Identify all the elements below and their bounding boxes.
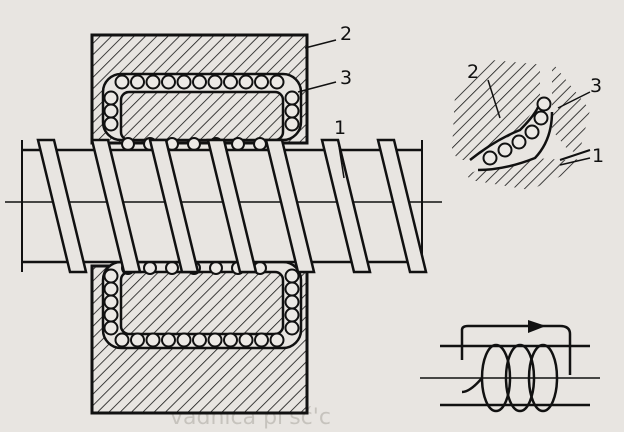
- ball: [130, 332, 145, 348]
- ball: [223, 332, 238, 348]
- recirculation-arrow-icon: [528, 320, 546, 333]
- ball: [103, 320, 119, 336]
- ball: [121, 137, 135, 151]
- label-nut-main: 2: [340, 23, 352, 45]
- ball: [103, 116, 119, 132]
- ball: [231, 137, 245, 151]
- ball: [130, 74, 145, 90]
- ball: [145, 332, 161, 348]
- ball: [482, 150, 498, 166]
- main-view: 2 3 1: [5, 23, 442, 415]
- ball: [284, 320, 300, 336]
- ball: [524, 124, 540, 140]
- ball: [284, 294, 300, 310]
- ball: [284, 268, 300, 284]
- ball: [114, 332, 130, 348]
- ball: [223, 74, 238, 90]
- ball: [284, 116, 300, 132]
- ball: [192, 74, 207, 90]
- label-balls-detail: 3: [590, 75, 602, 97]
- ball: [161, 332, 176, 348]
- thread-rib: [206, 138, 258, 274]
- ball: [238, 74, 254, 90]
- ball: [103, 294, 119, 310]
- thread-rib: [36, 138, 88, 274]
- ball: [161, 74, 176, 90]
- ball: [209, 261, 223, 275]
- ball: [254, 74, 269, 90]
- ball: [176, 332, 192, 348]
- ball: [511, 134, 527, 150]
- balls-detail: [482, 96, 552, 166]
- ball: [114, 74, 130, 90]
- ball: [103, 103, 119, 119]
- ball: [284, 90, 300, 106]
- ball: [207, 74, 223, 90]
- ball: [284, 307, 300, 323]
- ball: [269, 74, 285, 90]
- detail-view: 2 3 1: [452, 60, 604, 190]
- ball: [103, 307, 119, 323]
- thread-rib: [320, 138, 372, 274]
- ball: [254, 332, 269, 348]
- ball: [207, 332, 223, 348]
- ball: [165, 261, 179, 275]
- ball: [533, 110, 549, 126]
- screw-threads: [36, 138, 428, 274]
- ball: [192, 332, 207, 348]
- ball: [176, 74, 192, 90]
- ball: [269, 332, 285, 348]
- ball: [103, 281, 119, 297]
- ball: [103, 268, 119, 284]
- thread-rib: [264, 138, 316, 274]
- ball: [187, 137, 201, 151]
- ball: [536, 96, 552, 112]
- recirculation-schematic: [420, 320, 600, 413]
- ball: [145, 74, 161, 90]
- ball: [238, 332, 254, 348]
- label-screw-main: 1: [334, 117, 346, 139]
- label-screw-detail: 1: [592, 145, 604, 167]
- thread-rib: [148, 138, 200, 274]
- ball: [497, 142, 513, 158]
- ball: [143, 261, 157, 275]
- thread-rib: [376, 138, 428, 274]
- thread-rib: [90, 138, 142, 274]
- ball: [284, 281, 300, 297]
- ball: [253, 137, 267, 151]
- ball: [103, 90, 119, 106]
- label-nut-detail: 2: [467, 61, 479, 83]
- label-balls-main: 3: [340, 67, 352, 89]
- ball: [284, 103, 300, 119]
